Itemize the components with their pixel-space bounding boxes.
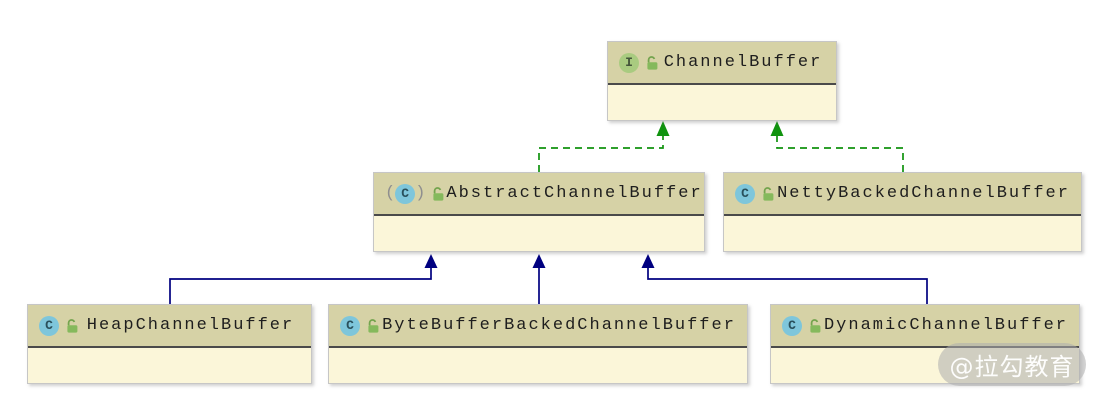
arrowhead-implements [770, 121, 784, 136]
class-name-abstractchannelbuffer: AbstractChannelBuffer [446, 184, 703, 203]
class-name-dynamicchannelbuffer: DynamicChannelBuffer [823, 316, 1069, 335]
class-node-body [724, 216, 1081, 251]
class-node-body [329, 348, 747, 383]
unlocked-padlock-icon [365, 318, 381, 334]
unlocked-padlock-icon [760, 186, 776, 202]
unlocked-padlock-icon [644, 55, 660, 71]
class-node-header: ( C ) ByteBufferBackedChannelBuffer [329, 305, 747, 348]
class-node-nettybackedchannelbuffer[interactable]: ( C ) NettyBackedChannelBuffer [723, 172, 1082, 252]
class-icon: ( C ) [735, 183, 755, 204]
class-icon: ( C ) [782, 315, 802, 336]
unlocked-padlock-icon [64, 318, 80, 334]
arrowhead-extends [532, 254, 546, 268]
class-name-bytebufferbackedchannelbuffer: ByteBufferBackedChannelBuffer [382, 316, 736, 335]
class-badge: C [340, 315, 360, 336]
class-node-header: ( C ) HeapChannelBuffer [28, 305, 311, 348]
class-node-bytebufferbackedchannelbuffer[interactable]: ( C ) ByteBufferBackedChannelBuffer [328, 304, 748, 384]
arrowhead-implements [656, 121, 670, 136]
class-icon: ( C ) [39, 315, 59, 336]
class-node-header: ( C ) AbstractChannelBuffer [374, 173, 704, 216]
unlocked-padlock-icon [807, 318, 823, 334]
edge-netty-implements-channelbuffer [776, 136, 904, 172]
watermark-badge: @拉勾教育 [938, 343, 1086, 386]
class-node-body [608, 85, 836, 120]
class-node-body [28, 348, 311, 383]
class-name-heapchannelbuffer: HeapChannelBuffer [86, 316, 295, 335]
arrowhead-extends [641, 254, 655, 268]
class-node-abstractchannelbuffer[interactable]: ( C ) AbstractChannelBuffer [373, 172, 705, 252]
class-node-header: ( C ) DynamicChannelBuffer [771, 305, 1079, 348]
class-name-channelbuffer: ChannelBuffer [663, 53, 823, 72]
unlocked-padlock-icon [430, 186, 446, 202]
class-node-body [374, 216, 704, 251]
interface-badge: I [619, 52, 639, 73]
edge-abstract-implements-channelbuffer [538, 136, 664, 172]
class-node-heapchannelbuffer[interactable]: ( C ) HeapChannelBuffer [27, 304, 312, 384]
class-node-header: ( I ) ChannelBuffer [608, 42, 836, 85]
class-badge: C [395, 183, 416, 204]
edge-dynamic-extends-abstract [647, 268, 928, 304]
abstract-class-icon: ( C ) [385, 183, 426, 204]
class-node-channelbuffer[interactable]: ( I ) ChannelBuffer [607, 41, 837, 121]
class-name-nettybackedchannelbuffer: NettyBackedChannelBuffer [777, 184, 1070, 203]
class-node-header: ( C ) NettyBackedChannelBuffer [724, 173, 1081, 216]
interface-icon: ( I ) [619, 52, 639, 73]
class-icon: ( C ) [340, 315, 360, 336]
class-badge: C [735, 183, 755, 204]
class-badge: C [782, 315, 802, 336]
edge-heap-extends-abstract [169, 268, 432, 304]
arrowhead-extends [424, 254, 438, 268]
class-badge: C [39, 315, 59, 336]
